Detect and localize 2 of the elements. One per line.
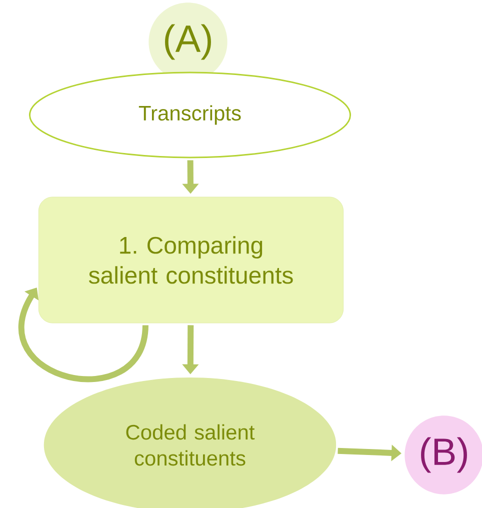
arrow bbox=[18, 288, 148, 382]
process-box: 1. Comparing salient constituents bbox=[38, 196, 344, 324]
